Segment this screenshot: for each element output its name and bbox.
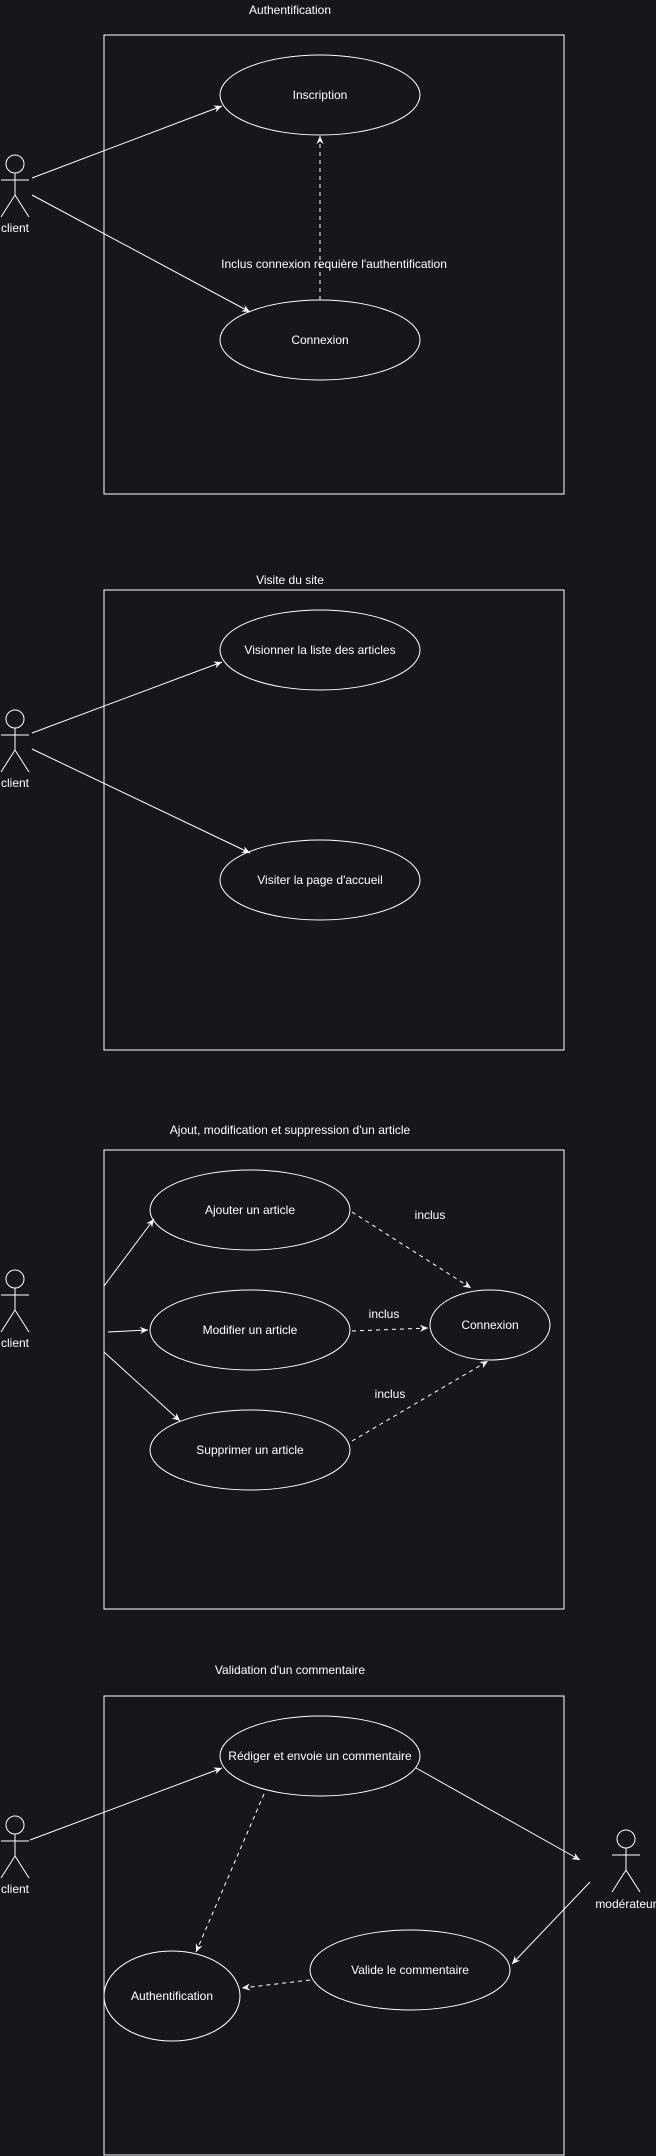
system-boundary [103,34,565,495]
diagram-authentification: Authentification client Inscription Conn… [0,3,565,495]
actor-label: client [1,776,30,790]
usecase-label: Ajouter un article [205,1203,295,1217]
diagram-title: Validation d'un commentaire [215,1663,365,1677]
system-boundary [103,589,565,1051]
usecase-label: Modifier un article [203,1323,298,1337]
usecase-write-comment [219,1715,421,1797]
system-boundary [103,1149,565,1610]
usecase-label: Visionner la liste des articles [244,643,395,657]
usecase-edit-article [149,1289,351,1371]
association-arrow [29,1767,223,1841]
association-arrow [31,105,223,179]
usecase-label: Authentification [131,1989,213,2003]
association-arrow [415,1767,581,1861]
diagram-article: Ajout, modification et suppression d'un … [0,1123,565,1610]
usecase-label: Connexion [461,1318,518,1332]
include-arrow [241,1979,311,1991]
association-arrow [31,194,251,313]
usecase-inscription [219,54,421,136]
usecase-label: Inscription [293,88,348,102]
include-arrow [351,1360,489,1442]
usecase-label: Connexion [291,333,348,347]
association-arrow [103,1351,181,1422]
actor-client: client [0,154,30,235]
include-label: inclus [375,1387,406,1401]
association-arrow [31,748,251,854]
diagram-commentaire: Validation d'un commentaire client modér… [0,1663,656,2156]
association-arrow [103,1218,155,1287]
actor-moderator: modérateur [595,1829,656,1911]
diagram-title: Ajout, modification et suppression d'un … [170,1123,411,1137]
system-boundary [103,1695,565,2156]
include-arrow [195,1793,265,1953]
usecase-label: Valide le commentaire [351,1963,469,1977]
usecase-delete-article [149,1409,351,1491]
include-arrow [351,1324,429,1332]
usecase-list-articles [219,609,421,691]
usecase-connexion [429,1289,551,1361]
association-arrow [31,661,223,734]
usecase-validate-comment [309,1929,511,2011]
usecase-label: Visiter la page d'accueil [257,873,382,887]
actor-client: client [0,709,30,790]
usecase-label: Rédiger et envoie un commentaire [228,1749,412,1763]
actor-label: client [1,1882,30,1896]
usecase-add-article [149,1169,351,1251]
relation-note: Inclus connexion requière l'authentifica… [221,257,447,271]
actor-label: modérateur [595,1897,656,1911]
usecase-authentification [103,1950,241,2042]
include-label: inclus [369,1307,400,1321]
association-arrow [511,1881,591,1965]
actor-client: client [0,1269,30,1350]
include-label: inclus [415,1208,446,1222]
usecase-label: Supprimer un article [196,1443,304,1457]
actor-label: client [1,1336,30,1350]
diagram-title: Authentification [249,3,331,17]
include-arrow [351,1211,472,1289]
actor-label: client [1,221,30,235]
association-arrow [107,1326,149,1335]
diagram-title: Visite du site [256,573,324,587]
diagram-visite: Visite du site client Visionner la liste… [0,573,565,1051]
usecase-home-page [219,839,421,921]
actor-client: client [0,1815,30,1896]
